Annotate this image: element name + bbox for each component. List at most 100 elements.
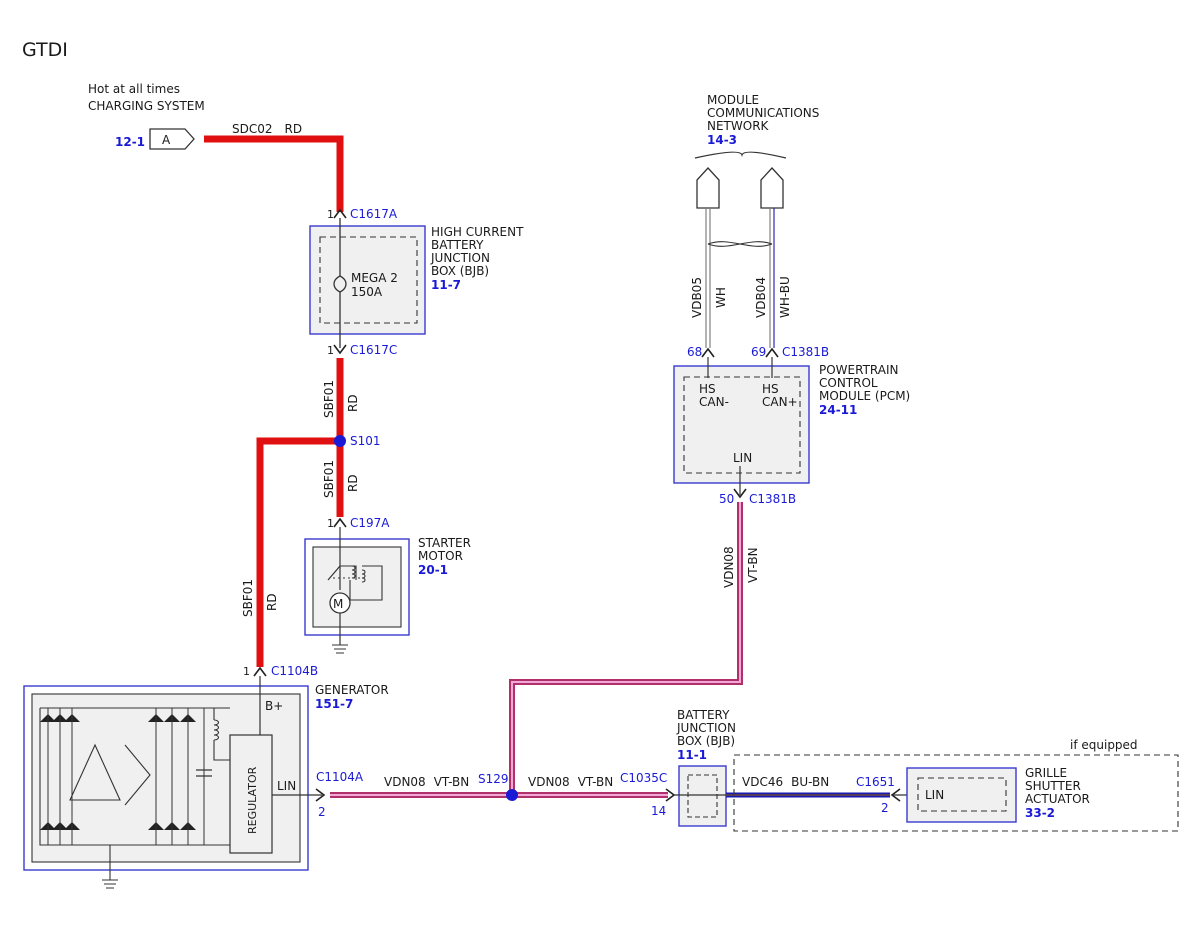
- c1617a-id[interactable]: C1617A: [350, 207, 398, 221]
- bjb-pin: 14: [651, 804, 666, 818]
- battery-junction-box: BATTERY JUNCTION BOX (BJB) 11-1 C1035C 1…: [620, 708, 736, 827]
- pcm-pin-50: 50: [719, 492, 734, 506]
- grille-lin: LIN: [925, 788, 944, 802]
- c1617c-connector-symbol: [333, 344, 347, 355]
- wire-vdn08-pcm-color: VT-BN: [746, 547, 760, 583]
- c1104b-id[interactable]: C1104B: [271, 664, 318, 678]
- splice-s101-dot: [334, 435, 346, 447]
- wire-sdc02: [204, 135, 344, 212]
- c1104b-connector-symbol: [253, 666, 267, 677]
- bjb-hc-name-3: JUNCTION: [430, 251, 490, 265]
- stator-winding-right: [124, 744, 151, 806]
- bjb-page-ref[interactable]: 11-1: [677, 748, 707, 762]
- splice-s129-label[interactable]: S129: [478, 772, 509, 786]
- starter-motor-letter: M: [333, 597, 343, 611]
- mcn-connector-left: [696, 167, 720, 209]
- source-connector-letter: A: [162, 133, 171, 147]
- pcm-name-1: POWERTRAIN: [819, 363, 899, 377]
- wire-sbf01-c-circuit: SBF01: [241, 579, 255, 617]
- if-equipped-boundary: [733, 754, 1179, 832]
- c1617c-id[interactable]: C1617C: [350, 343, 397, 357]
- bjb-inner: [687, 774, 718, 818]
- rotor-coil: [213, 708, 230, 761]
- wire-vdb05-circuit: VDB05: [690, 277, 704, 318]
- c197a-id[interactable]: C197A: [350, 516, 390, 530]
- pcm-lin: LIN: [733, 451, 752, 465]
- c1104a-pin: 2: [318, 805, 326, 819]
- fuse-line2: 150A: [351, 285, 383, 299]
- c1104a-connector-symbol: [315, 788, 326, 802]
- grille-name-1: GRILLE: [1025, 766, 1067, 780]
- generator-name: GENERATOR: [315, 683, 389, 697]
- bjb-name-1: BATTERY: [677, 708, 730, 722]
- c197a-pin: 1: [327, 517, 334, 530]
- wire-vdn08-pcm-circuit: VDN08: [722, 546, 736, 588]
- wire-vdb05-color: WH: [714, 287, 728, 308]
- c1104a-id[interactable]: C1104A: [316, 770, 364, 784]
- wire-vdb04-circuit: VDB04: [754, 277, 768, 318]
- wire-sbf01-generator: [256, 437, 340, 667]
- can-wires: [705, 208, 775, 348]
- vt-bn-wires: [330, 502, 743, 798]
- twisted-pair-icon: [707, 241, 773, 247]
- wire-sbf01-a-color: RD: [346, 394, 360, 412]
- pcm-can-plus: CAN+: [762, 395, 798, 409]
- source-charging-system: Hot at all times CHARGING SYSTEM 12-1 A: [88, 82, 205, 150]
- wire-vdb04-color: WH-BU: [778, 276, 792, 318]
- generator: 1 C1104B GENERATOR 151-7 B+ REGULATOR LI…: [23, 664, 389, 889]
- starter-solenoid-coil: [340, 565, 357, 580]
- mcn-connector-right: [760, 167, 784, 209]
- pcm-pin-68: 68: [687, 345, 702, 359]
- bjb-hc-inner: [319, 236, 418, 324]
- source-page-ref[interactable]: 12-1: [115, 135, 145, 149]
- regulator-label: REGULATOR: [246, 766, 259, 834]
- grille-name-2: SHUTTER: [1025, 779, 1081, 793]
- pcm-hs-2: HS: [762, 382, 779, 396]
- high-current-bjb: 1 C1617A MEGA 2 150A HIGH CURRENT BATTER…: [309, 207, 524, 357]
- pcm-inner: [683, 376, 801, 474]
- grille-conn[interactable]: C1651: [856, 775, 895, 789]
- bjb-name-2: JUNCTION: [676, 721, 736, 735]
- starter-motor: 1 C197A M STARTER MOTOR 20-1: [304, 516, 471, 654]
- mcn-page-ref[interactable]: 14-3: [707, 133, 737, 147]
- pcm-conn-68-symbol: [701, 347, 715, 358]
- wire-sbf01-c-color: RD: [265, 593, 279, 611]
- grille-shutter-actuator: if equipped C1651 2 LIN GRILLE SHUTTER A…: [733, 738, 1179, 832]
- wire-sbf01-b-circuit: SBF01: [322, 460, 336, 498]
- starter-name-2: MOTOR: [418, 549, 463, 563]
- generator-page-ref[interactable]: 151-7: [315, 697, 353, 711]
- starter-name-1: STARTER: [418, 536, 471, 550]
- wire-sbf01-b-color: RD: [346, 474, 360, 492]
- pcm-page-ref[interactable]: 24-11: [819, 403, 857, 417]
- pcm-name-3: MODULE (PCM): [819, 389, 910, 403]
- bjb-hc-name-1: HIGH CURRENT: [431, 225, 524, 239]
- c1617a-connector-symbol: [333, 208, 347, 219]
- splice-s101-label[interactable]: S101: [350, 434, 381, 448]
- pcm-pin-69: 69: [751, 345, 766, 359]
- mcn-name-3: NETWORK: [707, 119, 770, 133]
- generator-b-plus: B+: [265, 699, 283, 713]
- starter-inner: [312, 546, 402, 628]
- c197a-connector-symbol: [333, 517, 347, 528]
- c1617a-pin: 1: [327, 208, 334, 221]
- pcm-conn-can[interactable]: C1381B: [782, 345, 829, 359]
- grille-page-ref[interactable]: 33-2: [1025, 806, 1055, 820]
- pcm-name-2: CONTROL: [819, 376, 878, 390]
- starter-field-coil: [349, 565, 383, 601]
- source-line1: Hot at all times: [88, 82, 180, 96]
- generator-lin: LIN: [277, 779, 296, 793]
- starter-page-ref[interactable]: 20-1: [418, 563, 448, 577]
- pcm-conn-69-symbol: [765, 347, 779, 358]
- bjb-hc-page-ref[interactable]: 11-7: [431, 278, 461, 292]
- bjb-conn[interactable]: C1035C: [620, 771, 667, 785]
- if-equipped-label: if equipped: [1070, 738, 1138, 752]
- grille-name-3: ACTUATOR: [1025, 792, 1090, 806]
- pcm-conn-lin[interactable]: C1381B: [749, 492, 796, 506]
- wire-vdn08-inner: [330, 502, 741, 796]
- fuse-line1: MEGA 2: [351, 271, 398, 285]
- c1104b-pin: 1: [243, 665, 250, 678]
- source-line2: CHARGING SYSTEM: [88, 99, 205, 113]
